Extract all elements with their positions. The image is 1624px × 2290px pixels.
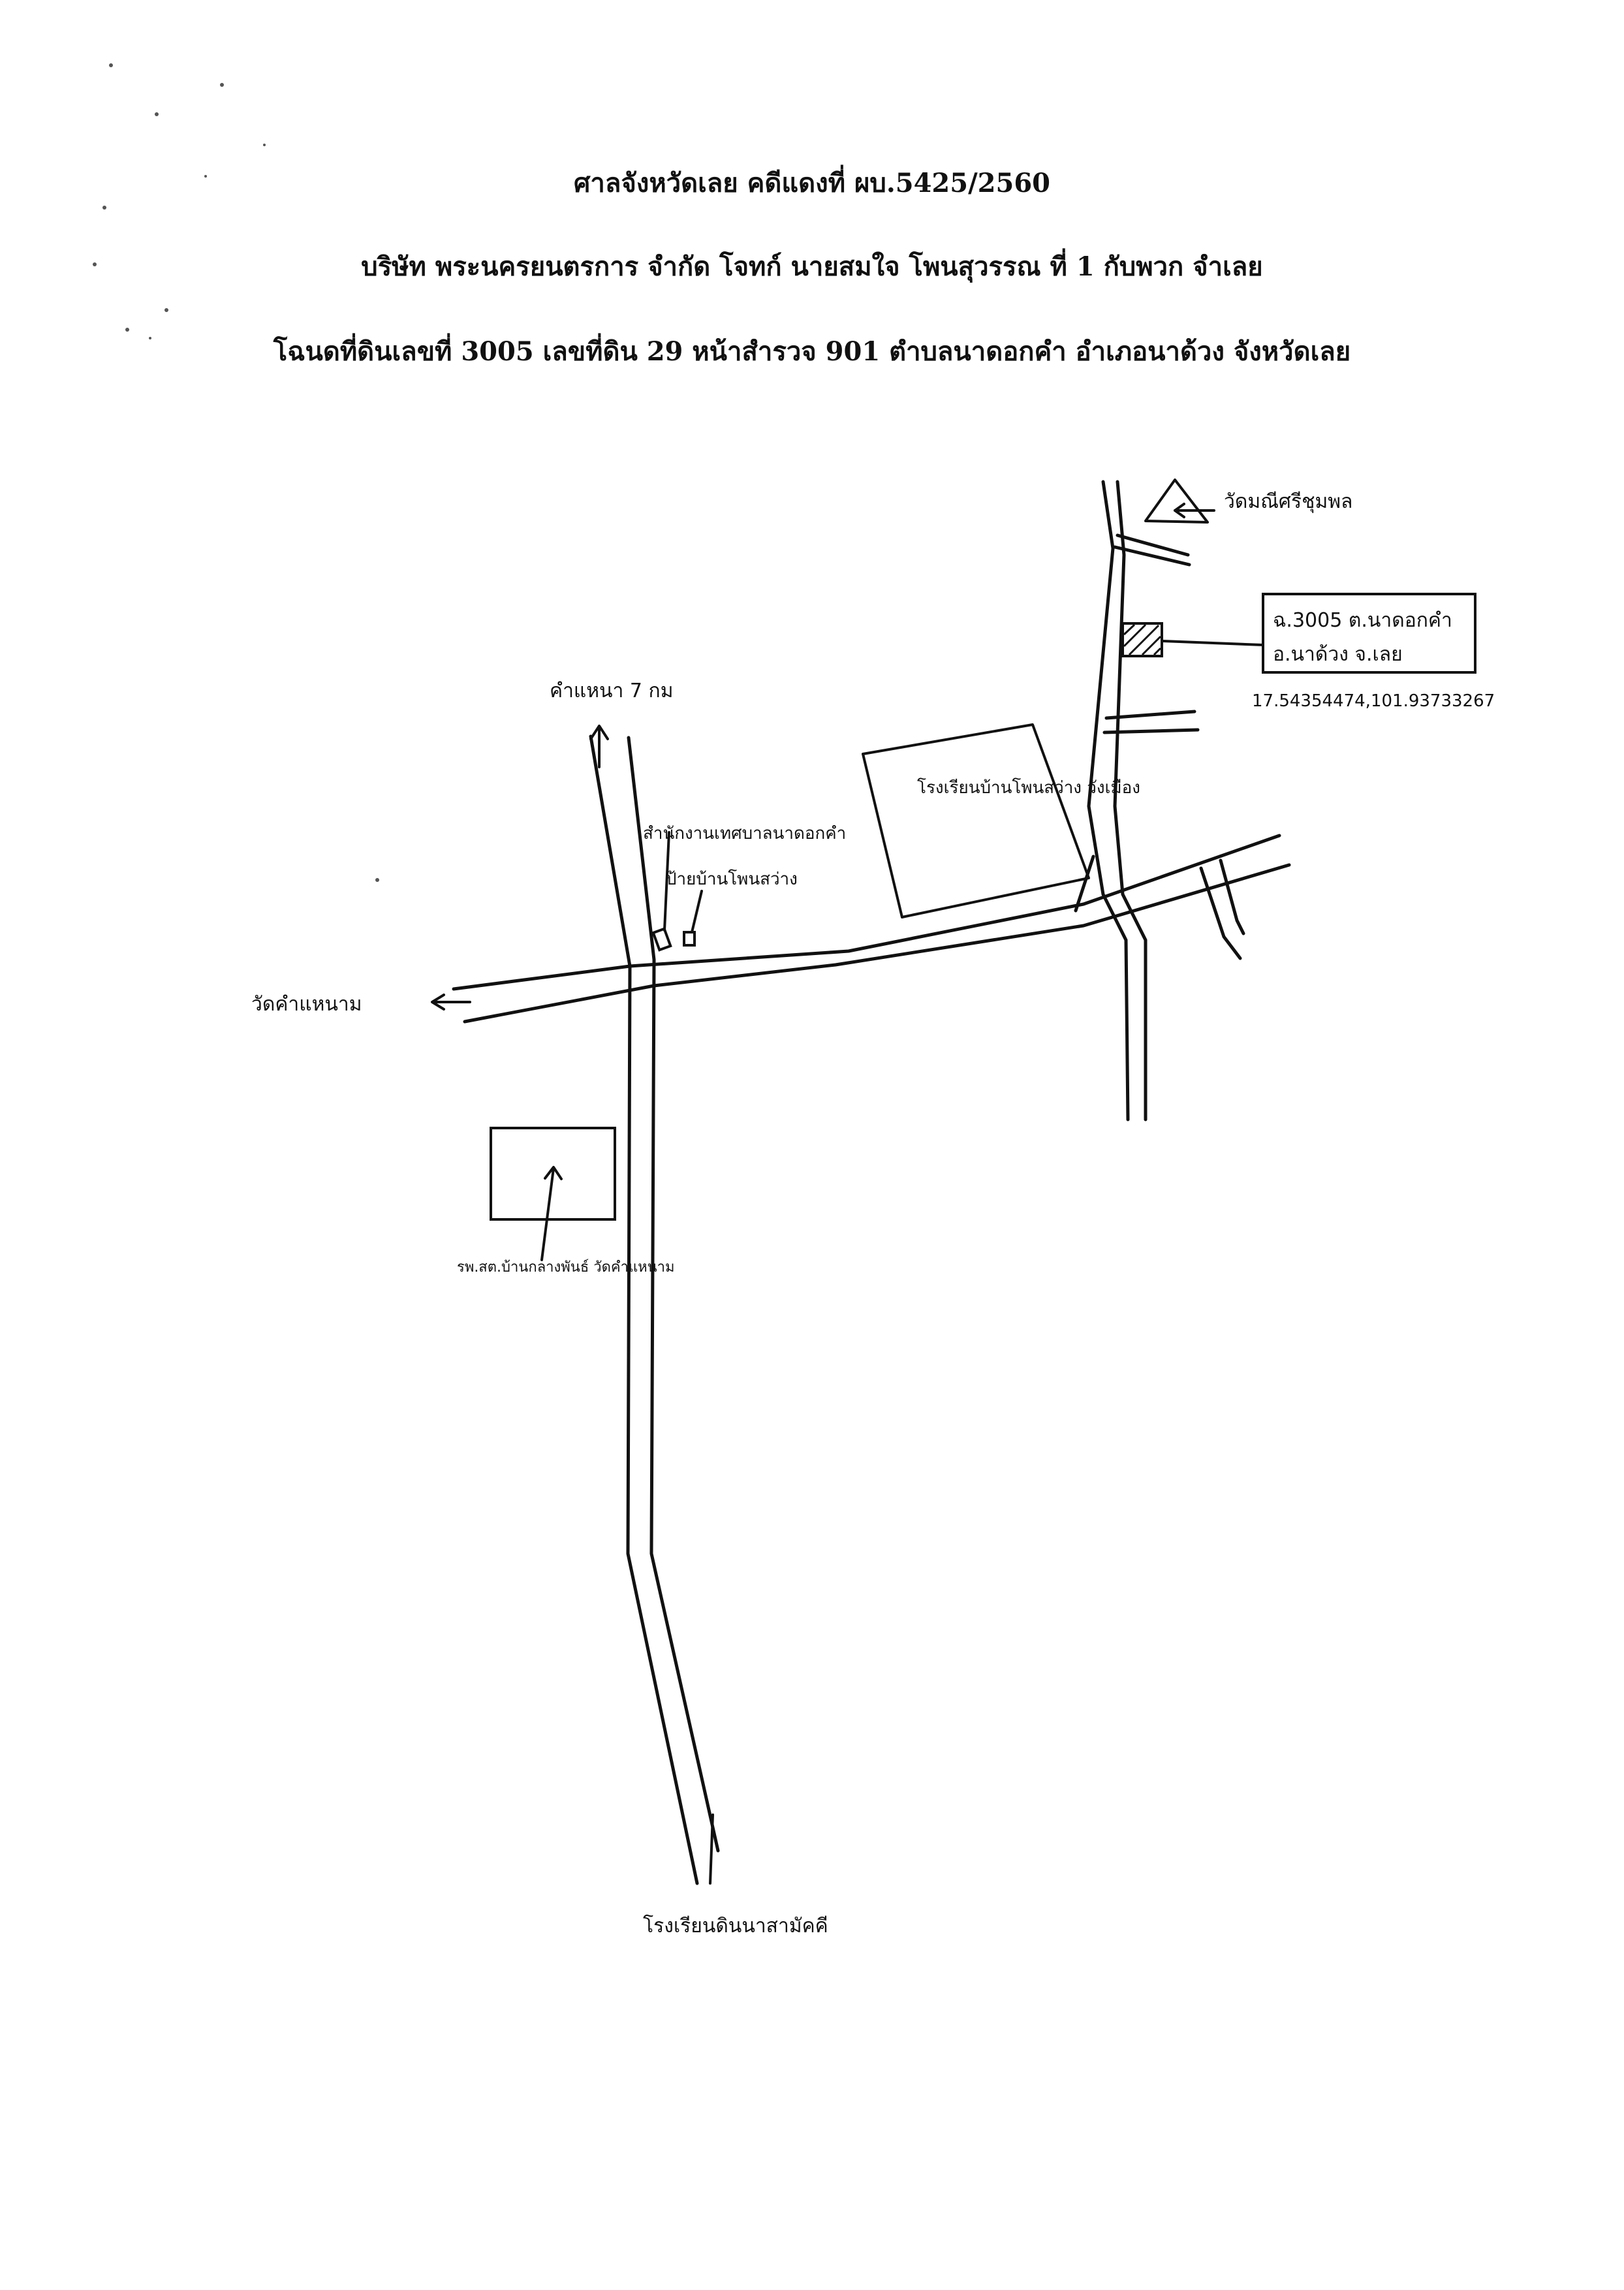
parcel-info-box: [1262, 593, 1476, 674]
school-box: [862, 723, 1090, 918]
label-municipality-office: สำนักงานเทศบาลนาดอกคำ: [643, 824, 846, 843]
label-parcel-box-line2: อ.นาด้วง จ.เลย: [1273, 643, 1403, 666]
label-coordinates: 17.54354474,101.93733267: [1252, 691, 1495, 711]
road-right-north-south: [1087, 480, 1148, 1121]
label-bottom-school: โรงเรียนดินนาสามัคคี: [643, 1914, 828, 1937]
parcel-hatched-icon: [1121, 622, 1264, 657]
label-temple-left: วัดคำแหนาม: [251, 993, 362, 1016]
label-school: โรงเรียนบ้านโพนสว่าง วังเมือง: [917, 777, 1140, 798]
office-marker-icon: [651, 831, 703, 952]
arrow-north-icon: [589, 725, 609, 768]
header-court-case: ศาลจังหวัดเลย คดีแดงที่ ผบ.5425/2560: [573, 168, 1051, 198]
header-parties: บริษัท พระนครยนตรการ จำกัด โจทก์ นายสมใจ…: [361, 251, 1263, 282]
label-temple-top: วัดมณีศรีชุมพล: [1224, 490, 1352, 514]
road-east-west: [452, 834, 1291, 1024]
road-main-north-south: [589, 734, 720, 1885]
label-village-sign: ป้ายบ้านโพนสว่าง: [666, 869, 798, 889]
label-parcel-box-line1: ฉ.3005 ต.นาดอกคำ: [1273, 609, 1452, 632]
header-deed: โฉนดที่ดินเลขที่ 3005 เลขที่ดิน 29 หน้าส…: [273, 336, 1351, 367]
health-center-box: [490, 1127, 616, 1261]
temple-triangle-icon: [1144, 478, 1215, 524]
road-branches: [1074, 533, 1245, 960]
label-health-center: รพ.สต.บ้านกลางพันธ์ วัดคำแหนาม: [457, 1259, 675, 1276]
scan-specks: [93, 63, 379, 882]
label-north-direction: คำแหนา 7 กม: [550, 680, 673, 702]
arrow-west-icon: [431, 994, 471, 1011]
